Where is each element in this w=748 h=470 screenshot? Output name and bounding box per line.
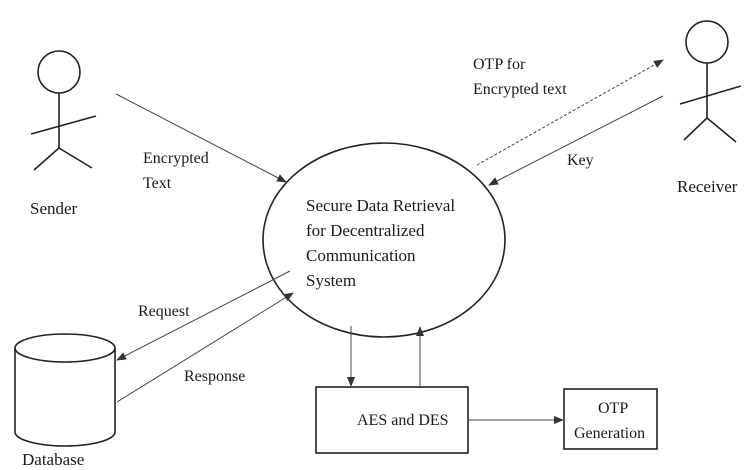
central-process-ellipse — [262, 142, 506, 338]
central-process-line-2: for Decentralized — [306, 221, 425, 240]
key-arrow — [488, 95, 664, 186]
request-arrow — [116, 270, 291, 361]
receiver-actor-icon — [679, 20, 742, 143]
otp-dotted-arrow — [476, 59, 664, 166]
database-cylinder-icon — [14, 333, 116, 447]
key-label: Key — [567, 152, 594, 169]
encrypted-text-label-1: Encrypted — [143, 150, 209, 167]
database-label: Database — [22, 450, 84, 469]
otp-for-encrypted-text-label-2: Encrypted text — [473, 81, 567, 98]
encrypted-text-arrow — [115, 93, 287, 183]
sender-label: Sender — [30, 199, 78, 218]
central-process-line-3: Communication — [306, 246, 416, 265]
aes-des-label: AES and DES — [357, 412, 449, 429]
otp-generation-line-1: OTP — [598, 400, 628, 417]
receiver-label: Receiver — [677, 177, 738, 196]
response-arrow — [116, 292, 294, 403]
central-process-line-4: System — [306, 271, 356, 290]
sender-actor-icon — [30, 50, 97, 171]
request-label: Request — [138, 303, 190, 320]
otp-generation-line-2: Generation — [574, 425, 645, 442]
response-label: Response — [184, 368, 245, 385]
encrypted-text-label-2: Text — [143, 175, 172, 192]
otp-for-encrypted-text-label-1: OTP for — [473, 56, 526, 73]
central-process-line-1: Secure Data Retrieval — [306, 196, 455, 215]
otp-generation-box — [563, 388, 658, 450]
